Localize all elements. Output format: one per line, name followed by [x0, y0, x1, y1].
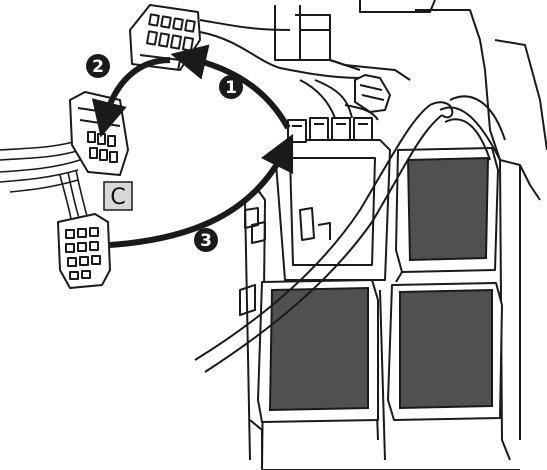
relay-socket	[275, 118, 390, 280]
arrow-step-3	[110, 150, 285, 245]
callout-1-label: 1	[225, 78, 237, 98]
callout-1: 1	[219, 75, 243, 99]
callout-2: 2	[86, 54, 110, 78]
connector-left-middle	[70, 92, 128, 175]
connector-left-bottom	[58, 214, 110, 288]
connector-label-box: C	[104, 182, 132, 210]
callout-3: 3	[194, 228, 218, 252]
callout-3-label: 3	[200, 231, 212, 251]
connector-label: C	[110, 185, 125, 210]
relay-top-right	[396, 148, 498, 282]
left-wires	[0, 140, 88, 225]
callout-2-label: 2	[92, 57, 104, 77]
relay-bottom-right	[388, 283, 502, 420]
